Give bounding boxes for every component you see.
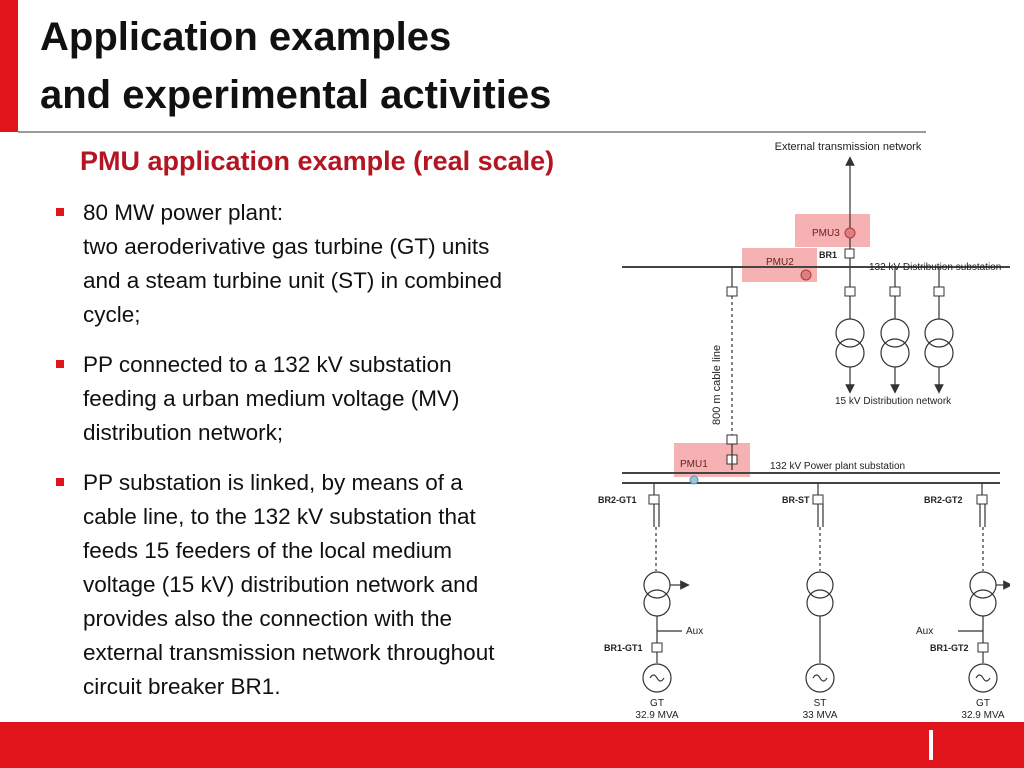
bullet-list: 80 MW power plant: two aeroderivative ga…	[54, 196, 584, 720]
bullet-line: feeding a urban medium voltage (MV)	[83, 386, 460, 411]
power-plant-substation-label: 132 kV Power plant substation	[770, 461, 905, 472]
pmu3-highlight	[795, 214, 870, 247]
pmu2-sensor-icon	[800, 269, 812, 281]
pmu3-sensor-icon	[844, 227, 856, 239]
external-network-label: External transmission network	[775, 141, 922, 153]
pmu3-label: PMU3	[812, 228, 840, 239]
cable-bottom-breaker	[726, 434, 738, 445]
bullet-item: 80 MW power plant: two aeroderivative ga…	[54, 196, 584, 332]
pmu1-sensor-icon	[689, 475, 699, 485]
bullet-line: and a steam turbine unit (ST) in combine…	[83, 268, 502, 293]
pmu1-label: PMU1	[680, 459, 708, 470]
br2-gt1-label: BR2-GT1	[598, 495, 637, 505]
title-line-1: Application examples	[40, 15, 452, 59]
bullet-line: two aeroderivative gas turbine (GT) unit…	[83, 234, 490, 259]
bullet-square-icon	[56, 360, 64, 368]
footer-bar	[0, 722, 1024, 768]
bullet-item: PP substation is linked, by means of a c…	[54, 466, 584, 704]
bullet-line: external transmission network throughout	[83, 640, 495, 665]
distribution-substation-label: 132 kV Distribution substation	[869, 262, 1001, 273]
gt1-rating: 32.9 MVA	[635, 710, 678, 721]
bullet-line: PP connected to a 132 kV substation	[83, 352, 452, 377]
bullet-line: cable line, to the 132 kV substation tha…	[83, 504, 476, 529]
slide-subtitle: PMU application example (real scale)	[80, 146, 555, 176]
distribution-transformer	[835, 267, 865, 394]
bullet-item: PP connected to a 132 kV substation feed…	[54, 348, 584, 450]
bullet-line: PP substation is linked, by means of a	[83, 470, 463, 495]
st-rating: 33 MVA	[803, 710, 838, 721]
st-name: ST	[814, 698, 827, 709]
br2-gt2-label: BR2-GT2	[924, 495, 963, 505]
bullet-square-icon	[56, 208, 64, 216]
br-st-label: BR-ST	[782, 495, 810, 505]
distribution-transformer	[880, 267, 910, 394]
br1-breaker	[844, 248, 855, 259]
distribution-transformer	[924, 267, 954, 394]
bullet-line: feeds 15 feeders of the local medium	[83, 538, 452, 563]
gt1-unit	[642, 483, 690, 693]
br1-gt2-label: BR1-GT2	[930, 643, 969, 653]
cable-line-label: 800 m cable line	[711, 345, 723, 425]
bullet-line: 80 MW power plant:	[83, 200, 284, 225]
single-line-diagram: External transmission network BR1 PMU3 P…	[598, 141, 1010, 721]
gt2-unit	[958, 483, 1010, 693]
title-divider	[18, 131, 926, 133]
aux-label-right: Aux	[916, 626, 933, 637]
gt1-name: GT	[650, 698, 664, 709]
distribution-network-label: 15 kV Distribution network	[835, 396, 952, 407]
bullet-line: cycle;	[83, 302, 141, 327]
bullet-line: distribution network;	[83, 420, 284, 445]
pmu2-label: PMU2	[766, 257, 794, 268]
st-unit	[805, 483, 835, 693]
footer-divider-mark	[929, 730, 933, 760]
aux-label-left: Aux	[686, 626, 703, 637]
gt2-rating: 32.9 MVA	[961, 710, 1004, 721]
br1-label: BR1	[819, 250, 837, 260]
bullet-line: provides also the connection with the	[83, 606, 452, 631]
bullet-line: circuit breaker BR1.	[83, 674, 281, 699]
slide-title: Application examples and experimental ac…	[40, 8, 551, 124]
cable-top-breaker	[726, 286, 738, 297]
bullet-line: voltage (15 kV) distribution network and	[83, 572, 479, 597]
title-accent-bar	[0, 0, 18, 132]
title-line-2: and experimental activities	[40, 73, 552, 117]
bullet-square-icon	[56, 478, 64, 486]
br1-gt1-label: BR1-GT1	[604, 643, 643, 653]
gt2-name: GT	[976, 698, 990, 709]
